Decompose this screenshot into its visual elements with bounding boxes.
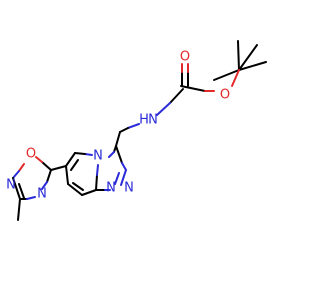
bond bbox=[115, 131, 121, 147]
atom-label-nitrogen: N bbox=[93, 149, 103, 164]
bond bbox=[213, 69, 240, 81]
atom-label-oxygen: O bbox=[26, 147, 36, 162]
structure-canvas: O O H N N N N O N N bbox=[6, 40, 267, 221]
atom-label-oxygen: O bbox=[220, 88, 230, 103]
bond bbox=[180, 85, 206, 92]
bond bbox=[121, 162, 127, 171]
bond bbox=[65, 165, 69, 185]
bond bbox=[238, 61, 267, 71]
atom-label-nitrogen: N bbox=[37, 187, 47, 202]
atom-label-hydrogen: H bbox=[139, 113, 149, 128]
oxadiazole-ring bbox=[12, 156, 67, 221]
bond bbox=[46, 169, 52, 183]
bond bbox=[84, 153, 93, 156]
carbamate-group bbox=[156, 63, 215, 116]
bond bbox=[18, 183, 25, 199]
bond bbox=[120, 169, 127, 186]
bond bbox=[238, 44, 258, 71]
molecule-diagram: O O H N N N N O N N bbox=[6, 40, 267, 221]
atom-labels: O O H N N N N O N N bbox=[6, 50, 230, 202]
bond bbox=[41, 161, 52, 171]
bond bbox=[156, 102, 171, 116]
bond bbox=[96, 164, 99, 176]
bond bbox=[115, 145, 123, 164]
bond bbox=[119, 127, 129, 133]
atom-label-nitrogen: N bbox=[6, 178, 16, 193]
bond bbox=[26, 196, 36, 200]
bond bbox=[108, 151, 115, 158]
bond bbox=[237, 40, 240, 71]
bond bbox=[169, 88, 184, 104]
pyridine-ring bbox=[65, 152, 97, 196]
bond bbox=[18, 163, 25, 172]
bond bbox=[17, 198, 21, 221]
bond bbox=[35, 156, 43, 163]
bond bbox=[65, 152, 76, 167]
bond bbox=[231, 69, 240, 87]
bond bbox=[12, 170, 20, 179]
bond bbox=[81, 189, 97, 196]
atom-label-oxygen: O bbox=[180, 50, 190, 65]
bond bbox=[12, 177, 21, 200]
bond bbox=[70, 159, 79, 171]
bond bbox=[67, 183, 83, 196]
methylene-linker bbox=[115, 123, 140, 147]
atom-label-nitrogen: N bbox=[106, 181, 116, 196]
bond bbox=[72, 182, 84, 191]
bond bbox=[41, 181, 48, 190]
bond bbox=[127, 123, 140, 129]
bond bbox=[74, 152, 86, 155]
triazole-ring bbox=[95, 145, 127, 191]
atom-label-nitrogen: N bbox=[148, 113, 158, 128]
bond bbox=[114, 172, 120, 185]
bond bbox=[95, 174, 98, 191]
atom-label-nitrogen: N bbox=[124, 181, 134, 196]
tert-butyl-group bbox=[213, 40, 267, 87]
bond bbox=[50, 165, 67, 171]
